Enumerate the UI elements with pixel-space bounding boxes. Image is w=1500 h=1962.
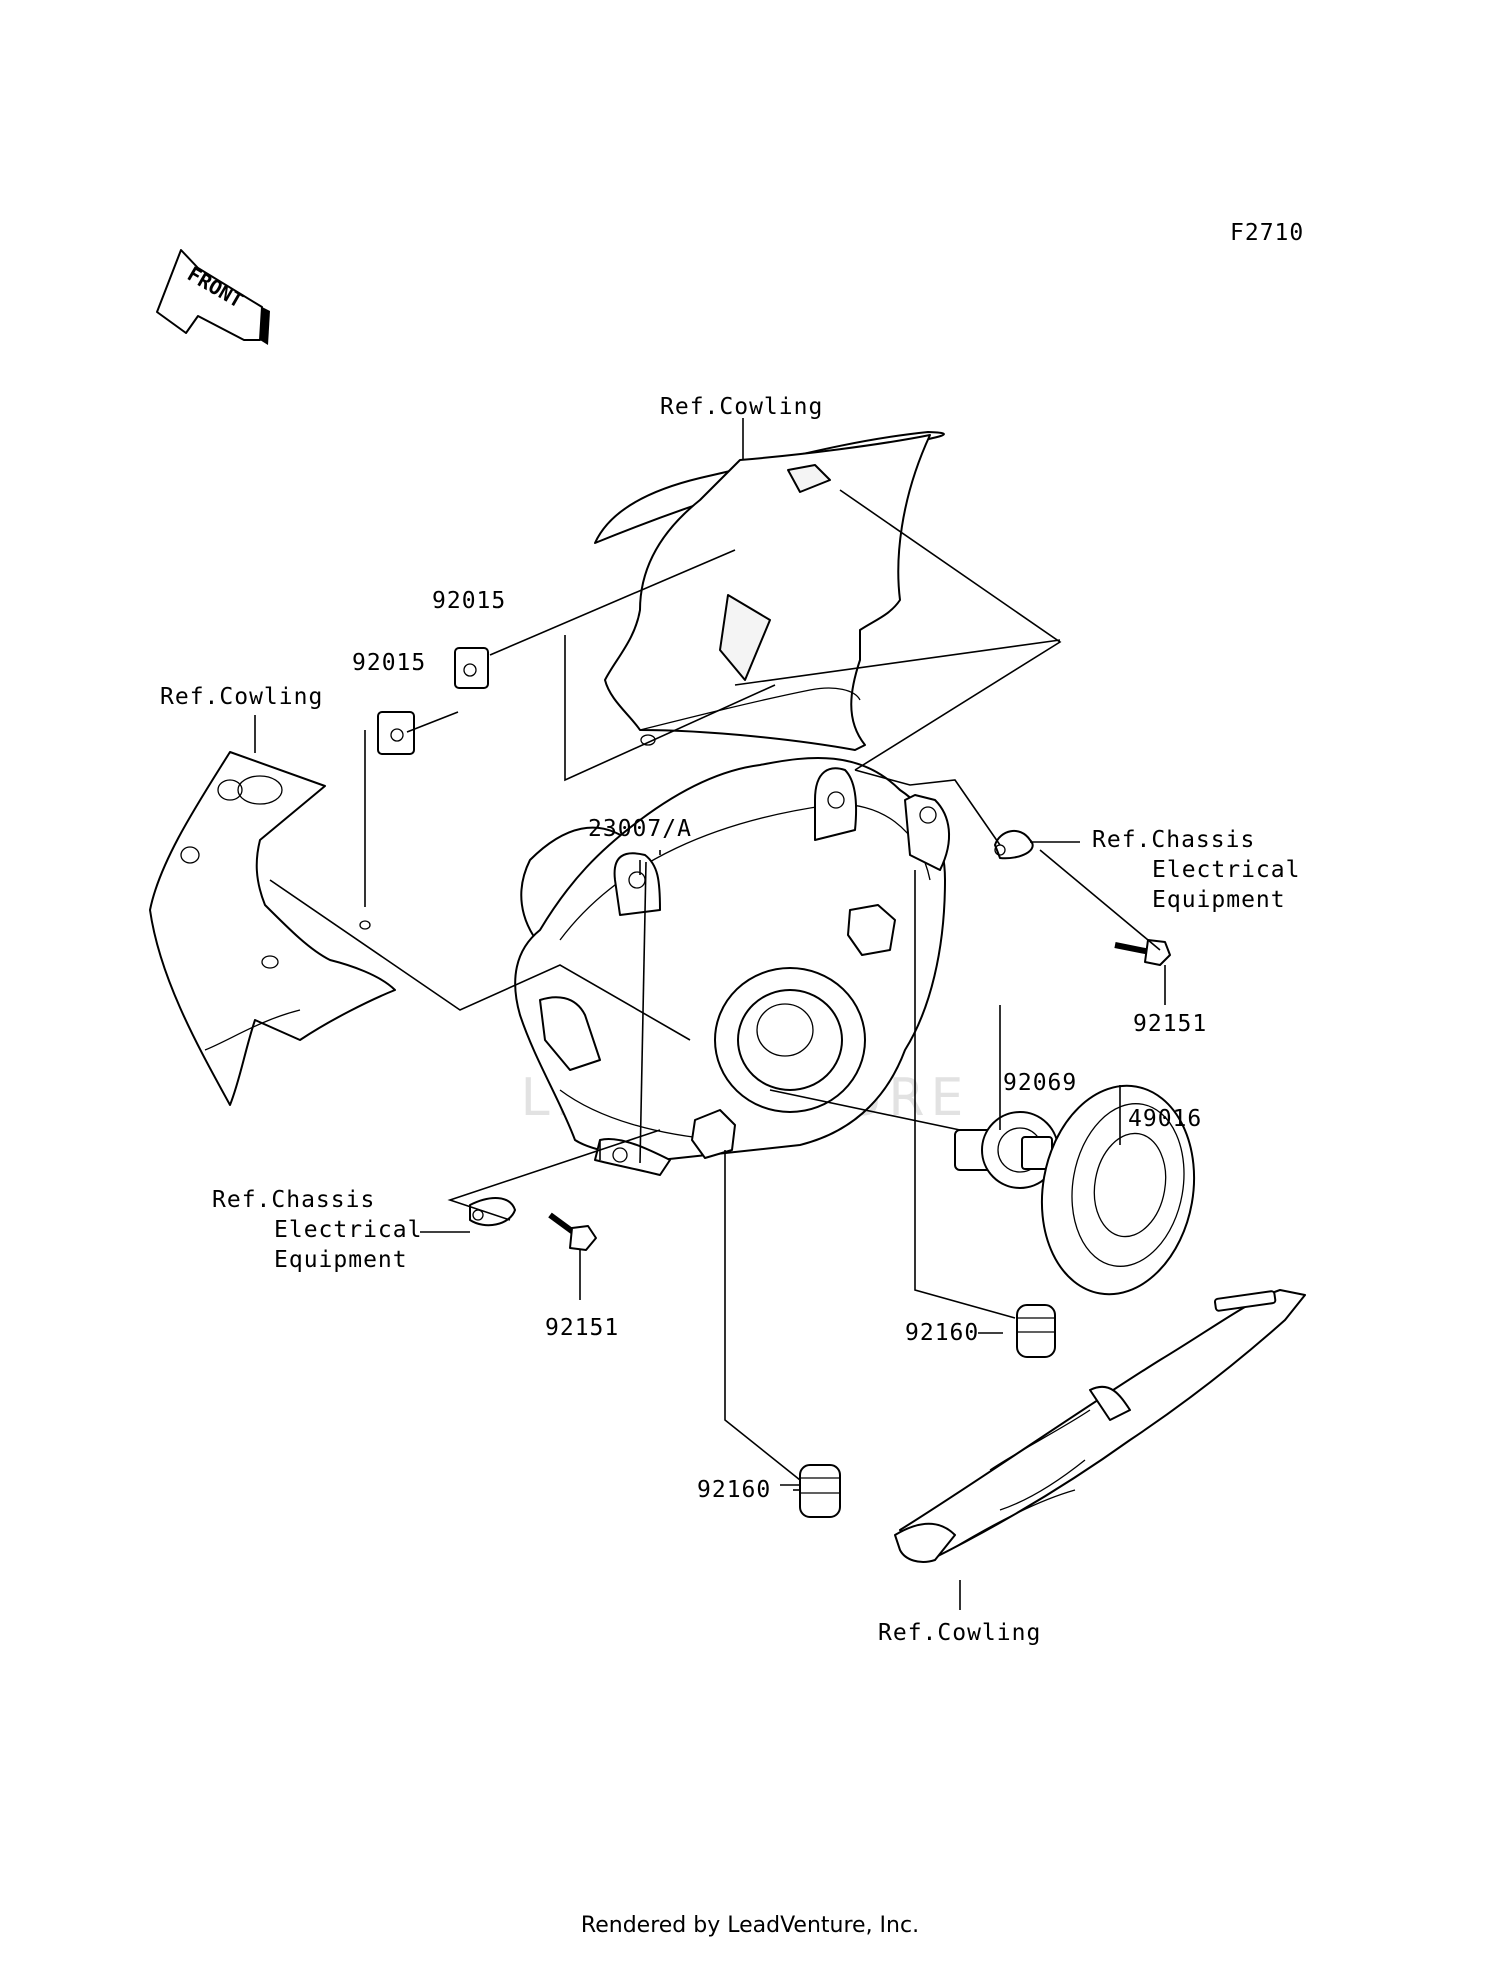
label-ref-chassis-left-2: Electrical: [274, 1217, 422, 1243]
left-cowling: [149, 751, 396, 1106]
bolt-92151-right: [1114, 939, 1171, 966]
headlight-assembly: [514, 756, 951, 1176]
label-23007: 23007/A: [588, 816, 692, 842]
top-cowling: [594, 431, 945, 751]
footer-credit: Rendered by LeadVenture, Inc.: [581, 1913, 919, 1938]
label-92069: 92069: [1003, 1070, 1077, 1096]
label-ref-chassis-left-3: Equipment: [274, 1247, 408, 1273]
label-ref-chassis-right-3: Equipment: [1152, 887, 1286, 913]
label-ref-chassis-right-2: Electrical: [1152, 857, 1300, 883]
front-arrow-icon: FRONT: [156, 249, 270, 345]
label-92015-lower: 92015: [352, 650, 426, 676]
grommet-92160-lower: [799, 1464, 841, 1518]
label-92160-upper: 92160: [905, 1320, 979, 1346]
bolt-92151-left: [548, 1212, 597, 1251]
lower-cowling: [894, 1289, 1306, 1563]
label-92160-lower: 92160: [697, 1477, 771, 1503]
label-ref-chassis-right-1: Ref.Chassis: [1092, 827, 1255, 853]
label-ref-cowling-bottom: Ref.Cowling: [878, 1620, 1041, 1646]
label-ref-cowling-left: Ref.Cowling: [160, 684, 323, 710]
label-92151-right: 92151: [1133, 1011, 1207, 1037]
grommet-92160-upper: [1016, 1304, 1056, 1358]
label-ref-cowling-top: Ref.Cowling: [660, 394, 823, 420]
clamp-left: [469, 1197, 516, 1227]
cover-49016: [1040, 1084, 1196, 1296]
figure-code: F2710: [1230, 220, 1304, 246]
leader-lines: [254, 418, 1166, 1610]
label-49016: 49016: [1128, 1106, 1202, 1132]
label-92015-upper: 92015: [432, 588, 506, 614]
label-ref-chassis-left-1: Ref.Chassis: [212, 1187, 375, 1213]
callout-labels: Ref.Cowling 92015 92015 Ref.Cowling 2300…: [160, 394, 1300, 1646]
bulb-92069: [954, 1111, 1059, 1189]
label-92151-left: 92151: [545, 1315, 619, 1341]
clamp-right: [994, 830, 1034, 860]
bracket-92015-upper: [454, 647, 489, 689]
bracket-92015-lower: [377, 711, 415, 755]
